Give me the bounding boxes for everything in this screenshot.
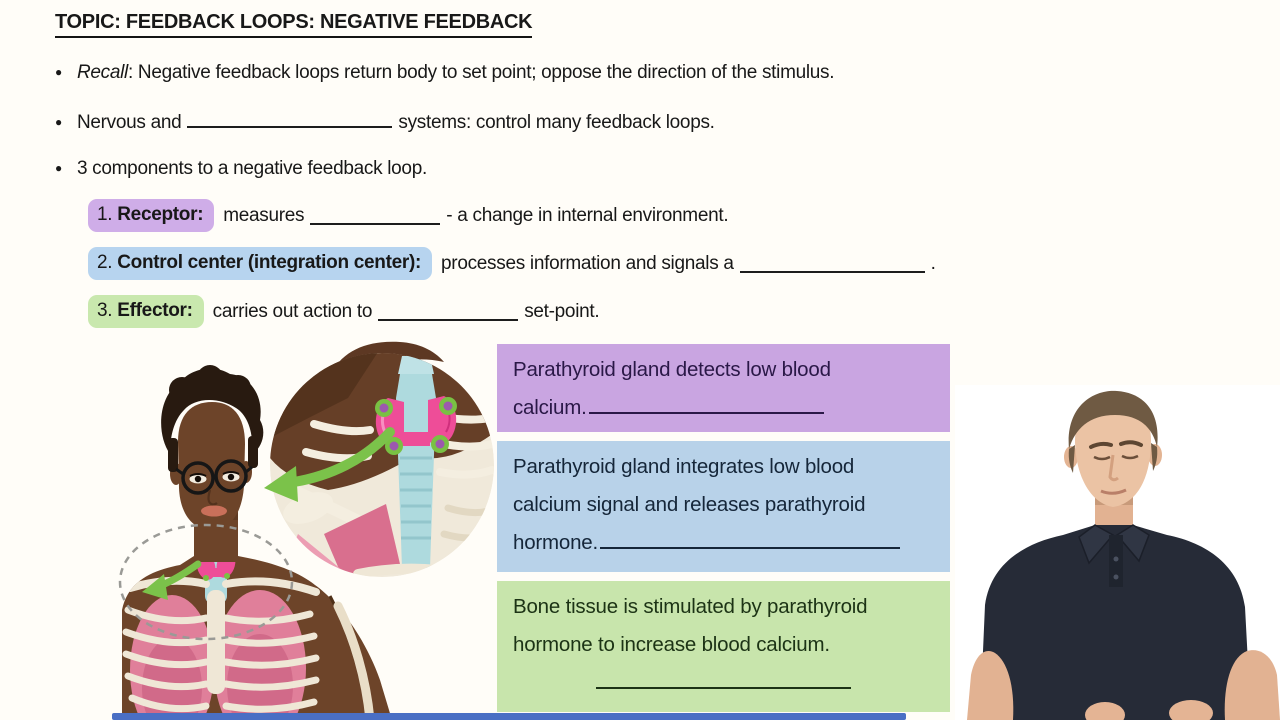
effector-term: Effector: (117, 300, 193, 321)
mouth (1100, 488, 1127, 495)
eyes (189, 471, 240, 484)
callout-line: hormone to increase blood calcium. (513, 633, 830, 656)
callout-line: Bone tissue is stimulated by parathyroid (513, 595, 868, 618)
control-center-number: 2. (97, 252, 113, 273)
receptor-number: 1. (97, 204, 113, 225)
right-forearm (1224, 650, 1280, 720)
afro-hair (161, 365, 264, 472)
dashed-focus-circle (118, 523, 294, 641)
topic-label: TOPIC (55, 11, 115, 33)
bullet-components: 3 components to a negative feedback loop… (55, 158, 427, 180)
component-effector: 3.Effector: carries out action to set-poi… (88, 295, 600, 328)
recall-word: Recall (76, 62, 128, 83)
blank-line (596, 670, 851, 689)
effector-highlight: 3.Effector: (88, 295, 204, 328)
systems-post: systems: control many feedback loops. (398, 112, 715, 134)
instructor-figure (955, 385, 1280, 720)
component-control-center: 2.Control center (integration center): p… (88, 247, 936, 280)
green-arrow-small-icon (142, 560, 202, 600)
receptor-post: - a change in internal environment. (446, 204, 729, 226)
callout-line: Parathyroid gland detects low blood (513, 358, 831, 381)
receptor-term: Receptor: (117, 204, 204, 225)
control-center-pre: processes information and signals a (441, 252, 734, 274)
bullet-recall: Recall: Negative feedback loops return b… (55, 62, 835, 84)
callout-line: Parathyroid gland integrates low blood (513, 455, 855, 478)
parathyroid-glands (375, 397, 457, 455)
shirt-button (1113, 556, 1119, 562)
blank-line (310, 206, 441, 225)
eyes-looking-down (1093, 454, 1139, 461)
polo-collar (1078, 524, 1150, 587)
eyebrows (1089, 440, 1143, 449)
video-progress-bar[interactable] (112, 713, 906, 720)
anatomy-figure (118, 341, 494, 720)
shirt-button (1113, 574, 1119, 580)
blank-line (378, 302, 519, 321)
hand (1085, 702, 1125, 720)
instructor-video[interactable] (955, 385, 1280, 720)
green-arrow-icon (264, 427, 395, 502)
polo-shirt (980, 525, 1251, 720)
callout-line (513, 664, 934, 702)
hair (1068, 390, 1158, 449)
trachea (396, 356, 436, 568)
topic-text: : FEEDBACK LOOPS: NEGATIVE FEEDBACK (114, 11, 533, 33)
ribcage (122, 556, 320, 720)
component-receptor: 1.Receptor: measures - a change in intern… (88, 199, 729, 232)
effector-post: set-point. (524, 300, 600, 322)
hand (1169, 700, 1213, 720)
callout-line: hormone. (513, 524, 934, 562)
person-figure (122, 365, 392, 720)
magnifier-inset (270, 353, 494, 577)
page-title: TOPIC: FEEDBACK LOOPS: NEGATIVE FEEDBACK (55, 11, 533, 38)
effector-number: 3. (97, 300, 113, 321)
blank-line (600, 530, 901, 549)
nose (1108, 454, 1119, 482)
components-text: 3 components to a negative feedback loop… (76, 158, 427, 179)
control-center-highlight: 2.Control center (integration center): (88, 247, 433, 280)
callout-control-box: Parathyroid gland integrates low blood c… (497, 441, 950, 572)
blank-line (588, 395, 824, 414)
glasses-icon (175, 459, 253, 495)
blank-line (187, 110, 393, 129)
callout-effector-box: Bone tissue is stimulated by parathyroid… (497, 581, 950, 712)
callout-line: calcium. (513, 389, 934, 427)
receptor-pre: measures (223, 204, 305, 226)
recall-text: : Negative feedback loops return body to… (127, 62, 835, 83)
mouth (201, 505, 227, 517)
effector-pre: carries out action to (212, 300, 373, 322)
control-center-post: . (930, 252, 936, 274)
nose (207, 489, 218, 506)
callout-receptor-box: Parathyroid gland detects low blood calc… (497, 344, 950, 432)
left-forearm (967, 651, 1014, 720)
callout-line: calcium signal and releases parathyroid (513, 493, 866, 516)
blank-line (739, 254, 925, 273)
control-center-term: Control center (integration center): (117, 252, 422, 273)
anatomy-illustration (118, 338, 496, 720)
face (178, 402, 245, 530)
systems-pre: Nervous and (76, 112, 182, 134)
receptor-highlight: 1.Receptor: (88, 199, 215, 232)
bullet-systems: Nervous and systems: control many feedbac… (55, 110, 715, 134)
